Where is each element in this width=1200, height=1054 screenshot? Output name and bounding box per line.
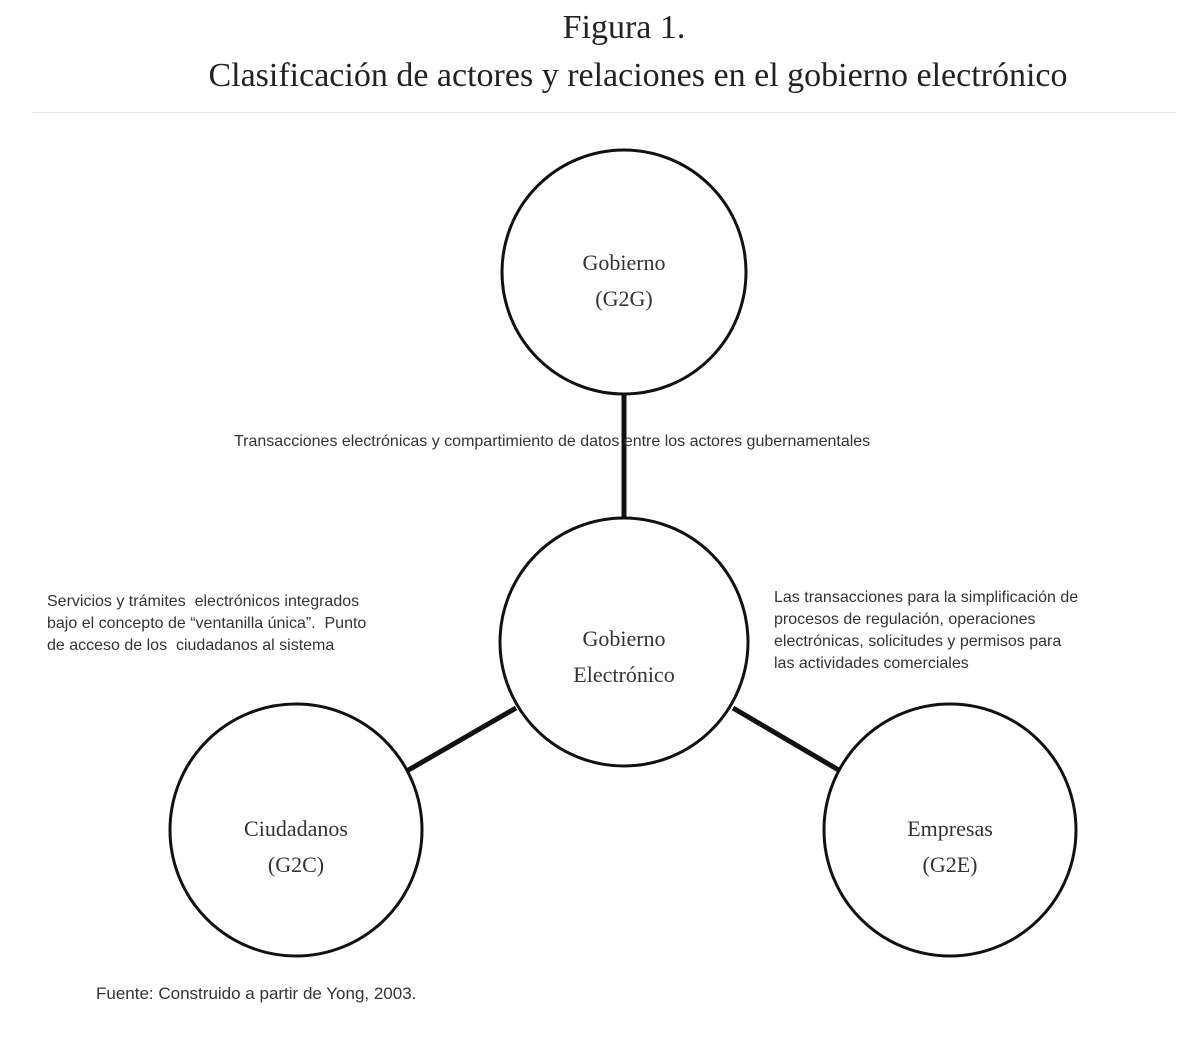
connector-g2e (731, 705, 844, 775)
description-g2e-line-1: Las transacciones para la simplificación… (774, 589, 1079, 606)
node-ciudadanos-name: Ciudadanos (244, 816, 348, 841)
node-central-circle (498, 516, 750, 768)
description-g2e-line-3: electrónicas, solicitudes y permisos par… (774, 633, 1062, 650)
source-note: Fuente: Construido a partir de Yong, 200… (96, 984, 417, 1003)
connector-g2c (403, 705, 518, 775)
description-g2c-line-1: Servicios y trámites electrónicos integr… (47, 593, 360, 610)
node-empresas-name: Empresas (907, 816, 993, 841)
description-g2c-line-2: bajo el concepto de “ventanilla única”. … (47, 615, 367, 632)
node-gobierno-name: Gobierno (582, 250, 666, 275)
node-gobierno-code: (G2G) (595, 286, 653, 311)
divider (32, 112, 1176, 113)
node-ciudadanos-circle (168, 702, 424, 958)
node-empresas-circle (822, 702, 1078, 958)
node-central-name-2: Electrónico (573, 662, 675, 687)
description-g2e-line-2: procesos de regulación, operaciones (774, 611, 1036, 628)
description-g2c-line-3: de acceso de los ciudadanos al sistema (47, 637, 335, 654)
node-ciudadanos-code: (G2C) (267, 852, 325, 877)
node-empresas-code: (G2E) (922, 852, 978, 877)
description-g2g: Transacciones electrónicas y compartimie… (234, 433, 871, 450)
node-gobierno-circle (500, 148, 748, 396)
node-central-name: Gobierno (582, 626, 666, 651)
description-g2e-line-4: las actividades comerciales (774, 655, 969, 672)
figure-number: Figura 1. (562, 9, 686, 46)
figure-title: Clasificación de actores y relaciones en… (208, 57, 1068, 94)
